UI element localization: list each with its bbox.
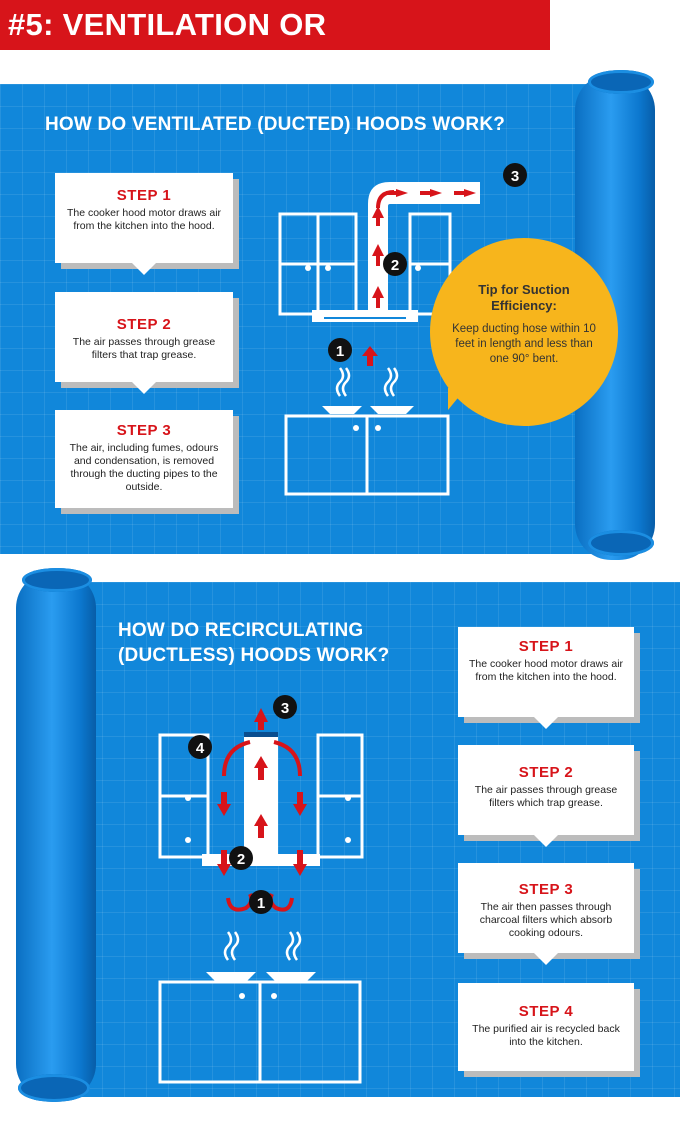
ducted-step-marker-3: 3 bbox=[503, 163, 527, 187]
page-banner: #5: VENTILATION OR RECIRCULATION bbox=[0, 0, 550, 92]
step-description: The air then passes through charcoal fil… bbox=[479, 901, 613, 939]
svg-text:1: 1 bbox=[336, 343, 344, 360]
step-description: The air, including fumes, odours and con… bbox=[69, 442, 219, 493]
svg-text:3: 3 bbox=[281, 700, 289, 717]
airflow-arrow bbox=[254, 756, 268, 780]
ductless-step-card-2: STEP 2 The air passes through grease fil… bbox=[458, 745, 634, 847]
pan-left bbox=[206, 972, 256, 982]
step-label: STEP 1 bbox=[518, 638, 574, 655]
ductless-step-card-1: STEP 1 The cooker hood motor draws air f… bbox=[458, 627, 634, 729]
pan-right bbox=[266, 972, 316, 982]
airflow-arrow bbox=[293, 792, 307, 816]
airflow-arrow bbox=[372, 286, 384, 308]
ducted-hood-diagram: 1 2 3 bbox=[278, 163, 527, 496]
ducted-step-card-2: STEP 2 The air passes through grease fil… bbox=[55, 292, 233, 394]
step-label: STEP 3 bbox=[116, 422, 172, 439]
tip-title: Tip for Suction Efficiency: bbox=[478, 282, 570, 313]
ducted-step-card-3: STEP 3 The air, including fumes, odours … bbox=[55, 410, 233, 508]
airflow-arrow bbox=[420, 189, 442, 197]
step-label: STEP 3 bbox=[518, 881, 574, 898]
ducted-step-marker-1: 1 bbox=[328, 338, 352, 362]
tip-bubble: Tip for Suction Efficiency: Keep ducting… bbox=[430, 238, 618, 426]
ductless-section-title: HOW DO RECIRCULATING (DUCTLESS) HOODS WO… bbox=[118, 620, 390, 666]
airflow-arrow bbox=[372, 206, 384, 226]
ductless-panel-roll bbox=[16, 572, 96, 1100]
ducted-section-title: HOW DO VENTILATED (DUCTED) HOODS WORK? bbox=[45, 114, 506, 135]
airflow-arrow bbox=[293, 850, 307, 876]
step-label: STEP 1 bbox=[116, 187, 172, 204]
airflow-arrow bbox=[454, 189, 476, 197]
ductless-step-card-3: STEP 3 The air then passes through charc… bbox=[458, 863, 634, 965]
hood-canopy bbox=[312, 310, 418, 322]
step-description: The cooker hood motor draws air from the… bbox=[468, 658, 624, 683]
step-label: STEP 2 bbox=[116, 316, 172, 333]
ductless-step-marker-3: 3 bbox=[273, 695, 297, 719]
ducted-roll-end-bottom bbox=[588, 530, 654, 556]
step-description: The air passes through grease filters wh… bbox=[474, 784, 618, 809]
ductless-hood-diagram: 1 2 3 4 bbox=[158, 695, 364, 1084]
svg-text:1: 1 bbox=[257, 895, 265, 912]
step-description: The cooker hood motor draws air from the… bbox=[66, 207, 222, 232]
airflow-arrow bbox=[362, 346, 378, 366]
ducted-step-card-1: STEP 1 The cooker hood motor draws air f… bbox=[55, 173, 233, 275]
airflow-arrow bbox=[217, 792, 231, 816]
airflow-arrow bbox=[254, 814, 268, 838]
step-description: The purified air is recycled back into t… bbox=[472, 1023, 620, 1048]
airflow-arrow bbox=[372, 244, 384, 266]
ductless-roll-end-bottom bbox=[18, 1074, 90, 1102]
tip-text: Keep ducting hose within 10 feet in leng… bbox=[452, 323, 596, 365]
ducted-roll-end-top bbox=[588, 70, 654, 94]
ducted-step-marker-2: 2 bbox=[383, 252, 407, 276]
step-label: STEP 4 bbox=[518, 1003, 574, 1020]
step-description: The air passes through grease filters th… bbox=[72, 336, 216, 361]
svg-text:4: 4 bbox=[196, 740, 205, 757]
pan-right bbox=[370, 406, 414, 414]
airflow-arrow bbox=[217, 850, 231, 876]
ductless-step-card-4: STEP 4 The purified air is recycled back… bbox=[458, 983, 634, 1071]
ductless-step-marker-4: 4 bbox=[188, 735, 212, 759]
pan-left bbox=[322, 406, 362, 414]
svg-text:2: 2 bbox=[391, 257, 399, 274]
ductless-step-marker-2: 2 bbox=[229, 846, 253, 870]
svg-text:3: 3 bbox=[511, 168, 519, 185]
svg-text:2: 2 bbox=[237, 851, 245, 868]
ductless-step-marker-1: 1 bbox=[249, 890, 273, 914]
step-label: STEP 2 bbox=[518, 764, 574, 781]
ductless-roll-end-top bbox=[22, 568, 92, 592]
airflow-arrow bbox=[254, 708, 268, 730]
